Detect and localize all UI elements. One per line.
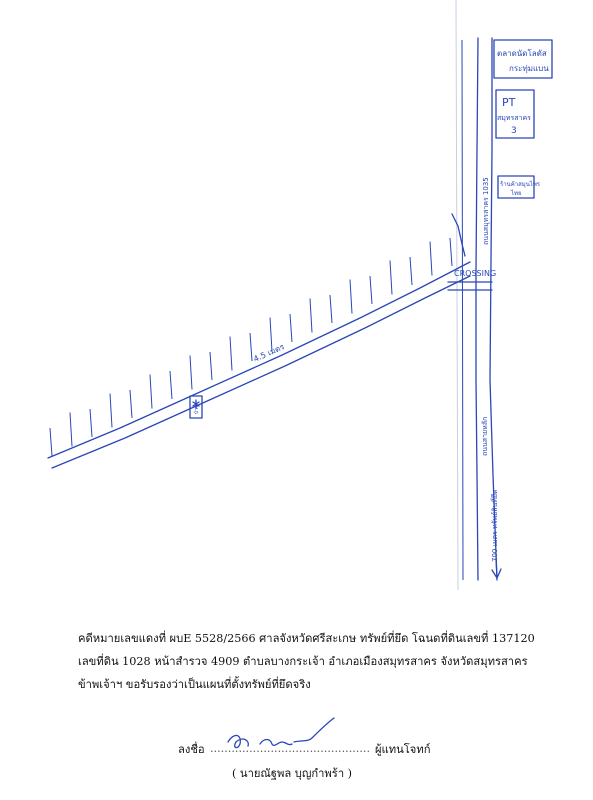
hand-drawn-location-map: CROSSING 4.5 เมตร บ้าน ตลาดนัดโลตัส กระท… <box>47 0 553 590</box>
vertical-road <box>461 37 498 581</box>
plot-boundary-line <box>269 317 273 352</box>
intersection-label: CROSSING <box>454 269 496 278</box>
plot-boundary-line <box>249 332 253 362</box>
vertical-road-label-top: ถนนสมุทรสาคร 1035 <box>482 177 490 245</box>
landmark-pt-station: PT สมุทรสาคร 3 <box>495 89 535 139</box>
plot-boundary-line <box>369 275 373 305</box>
handwritten-signature <box>227 717 335 749</box>
plot-boundary-line <box>189 355 193 390</box>
plot-divisions <box>49 237 453 457</box>
plot-boundary-line <box>389 260 393 295</box>
plot-boundary-line <box>229 336 233 371</box>
case-caption-line-1: คดีหมายเลขแดงที่ ผบE 5528/2566 ศาลจังหวั… <box>78 632 535 645</box>
landmark-market: ตลาดนัดโลตัส กระทุ่มแบน <box>493 39 553 79</box>
svg-text:ไทย: ไทย <box>510 189 522 197</box>
svg-text:ร้านค้าสมุนไพร: ร้านค้าสมุนไพร <box>500 180 541 188</box>
plot-boundary-line <box>449 237 453 267</box>
svg-text:บ้าน: บ้าน <box>193 404 200 414</box>
plot-boundary-line <box>49 427 53 457</box>
case-caption-line-3: ข้าพเจ้าฯ ขอรับรองว่าเป็นแผนที่ตั้งทรัพย… <box>78 678 311 691</box>
property-marker: บ้าน <box>189 395 203 419</box>
svg-text:ตลาดนัดโลตัส: ตลาดนัดโลตัส <box>497 48 547 58</box>
signer-role: ผู้แทนโจทก์ <box>375 743 431 756</box>
svg-text:3: 3 <box>511 126 517 136</box>
plot-boundary-line <box>89 408 93 438</box>
plot-boundary-line <box>149 374 153 409</box>
plot-boundary-line <box>169 370 173 400</box>
svg-text:สมุทรสาคร: สมุทรสาคร <box>497 114 531 122</box>
case-caption-line-2: เลขที่ดิน 1028 หน้าสำรวจ 4909 ตำบลบางกระ… <box>78 655 528 668</box>
asterisk-icon <box>192 399 200 409</box>
svg-text:กระทุ่มแบน: กระทุ่มแบน <box>509 64 549 73</box>
down-arrow-icon <box>491 557 502 579</box>
plot-boundary-line <box>409 256 413 286</box>
svg-text:PT: PT <box>502 96 516 109</box>
signer-name: ( นายณัฐพล บุญกำพร้า ) <box>232 767 353 780</box>
plot-boundary-line <box>109 393 113 428</box>
signature-label: ลงชื่อ <box>178 743 205 756</box>
vertical-road-label-bottom: ถนนสายหลัก <box>481 417 489 456</box>
intersection: CROSSING <box>447 213 496 291</box>
plot-boundary-line <box>69 412 73 447</box>
plot-boundary-line <box>309 298 313 333</box>
plot-boundary-line <box>329 294 333 324</box>
landmark-shop: ร้านค้าสมุนไพร ไทย <box>497 175 541 199</box>
distance-label: 700 เมตร ทรัพย์สินที่ยึด <box>490 489 499 562</box>
plot-boundary-line <box>429 241 433 276</box>
plot-boundary-line <box>209 351 213 381</box>
page-fold-line <box>455 0 459 590</box>
plot-boundary-line <box>289 313 293 343</box>
signature-dotted-line: ........................................… <box>210 742 370 755</box>
plot-boundary-line <box>129 389 133 419</box>
plot-boundary-line <box>349 279 353 314</box>
diagonal-road <box>47 261 471 469</box>
